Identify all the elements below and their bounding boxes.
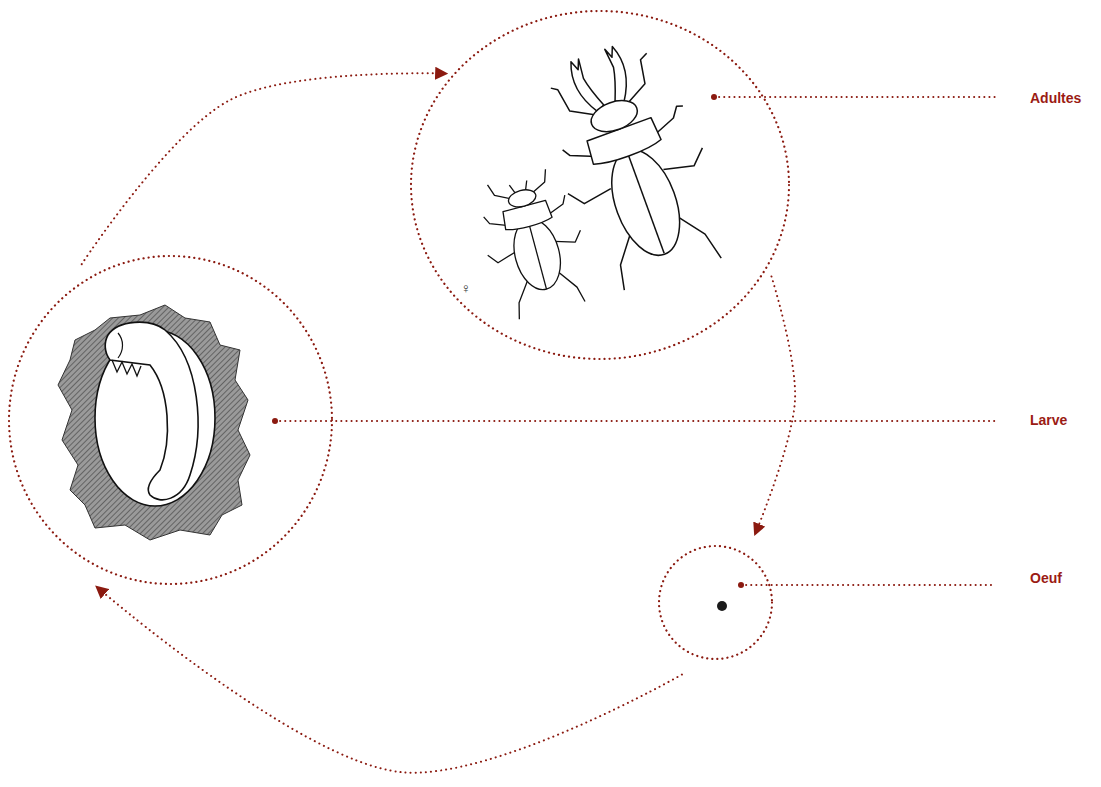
life-stage-circle: Adultes [410, 10, 790, 360]
stage-label: Oeuf [1030, 570, 1062, 587]
cycle-arrow [755, 277, 795, 534]
female-beetle [470, 165, 598, 323]
life-stage-circle: Larve [8, 255, 333, 585]
larva-drawing [58, 305, 250, 540]
cycle-arrow [82, 73, 446, 264]
circle-outline [410, 10, 790, 360]
female-symbol: ♀ [461, 281, 472, 295]
cycle-arrow [97, 587, 682, 772]
stage-label: Larve [1030, 412, 1067, 429]
leader-dots [272, 94, 744, 588]
life-stage-circle: Oeuf [658, 545, 773, 660]
egg-dot [717, 601, 727, 611]
stage-label: Adultes [1030, 90, 1081, 107]
circle-outline [658, 545, 773, 660]
leader-lines [275, 97, 995, 585]
circle-outline [8, 255, 333, 585]
